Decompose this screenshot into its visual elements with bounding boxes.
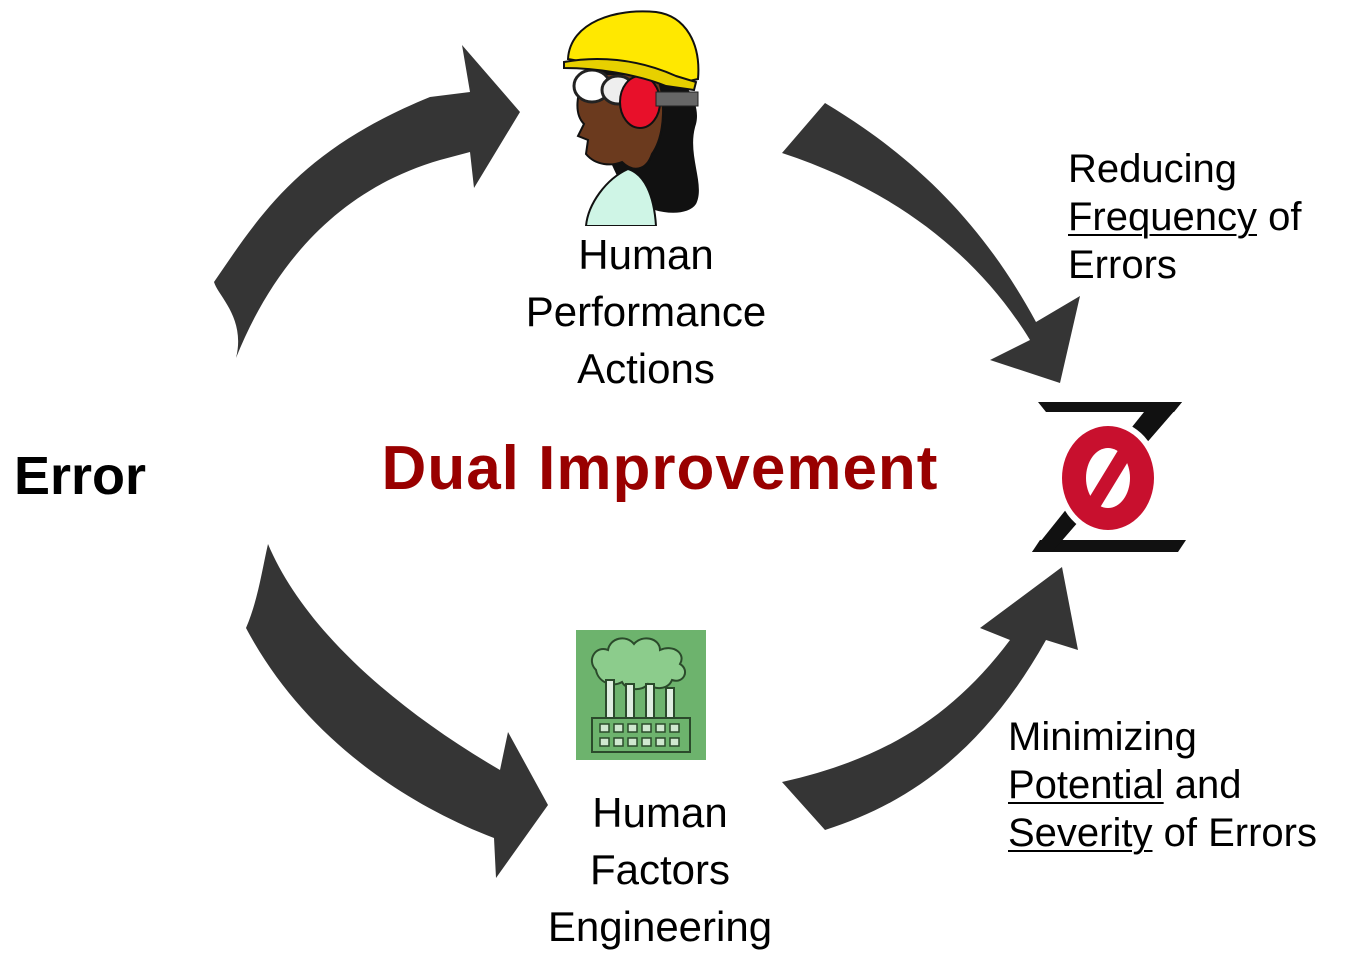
reducing-frequency-label: Reducing Frequency of Errors [1068, 145, 1368, 289]
arrow-error-to-performance [214, 45, 520, 358]
zero-errors-icon [1032, 402, 1186, 552]
freq-line-2-rest: of [1256, 195, 1302, 239]
hpa-line-3: Actions [577, 345, 715, 392]
freq-line-1: Reducing [1068, 147, 1238, 191]
factory-icon [576, 630, 706, 760]
potential-word: Potential [1008, 763, 1164, 807]
arrow-factors-to-zero [782, 567, 1078, 830]
freq-line-3: Errors [1068, 243, 1177, 287]
freq-line-2: Frequency of [1068, 193, 1368, 241]
human-performance-actions-label: Human Performance Actions [496, 226, 796, 397]
sev-line-1: Minimizing [1008, 715, 1197, 759]
human-factors-engineering-label: Human Factors Engineering [510, 784, 810, 955]
worker-with-hardhat-icon [563, 10, 700, 226]
hfe-line-3: Engineering [547, 903, 773, 950]
sev-line-2: Potential and [1008, 761, 1368, 809]
frequency-word: Frequency [1068, 195, 1257, 239]
sev-line-3-rest: of Errors [1152, 811, 1317, 855]
arrow-performance-to-zero [782, 103, 1080, 383]
center-title: Dual Improvement [381, 434, 939, 503]
sev-line-3: Severity of Errors [1008, 809, 1368, 857]
minimizing-severity-label: Minimizing Potential and Severity of Err… [1008, 713, 1368, 857]
arrow-error-to-factors [246, 544, 548, 878]
hpa-line-2: Performance [525, 288, 767, 335]
sev-line-2-rest: and [1163, 763, 1242, 807]
severity-word: Severity [1008, 811, 1153, 855]
hfe-line-2: Factors [589, 846, 731, 893]
hpa-line-1: Human [578, 231, 714, 278]
error-label: Error [14, 446, 147, 506]
hfe-line-1: Human [592, 789, 728, 836]
